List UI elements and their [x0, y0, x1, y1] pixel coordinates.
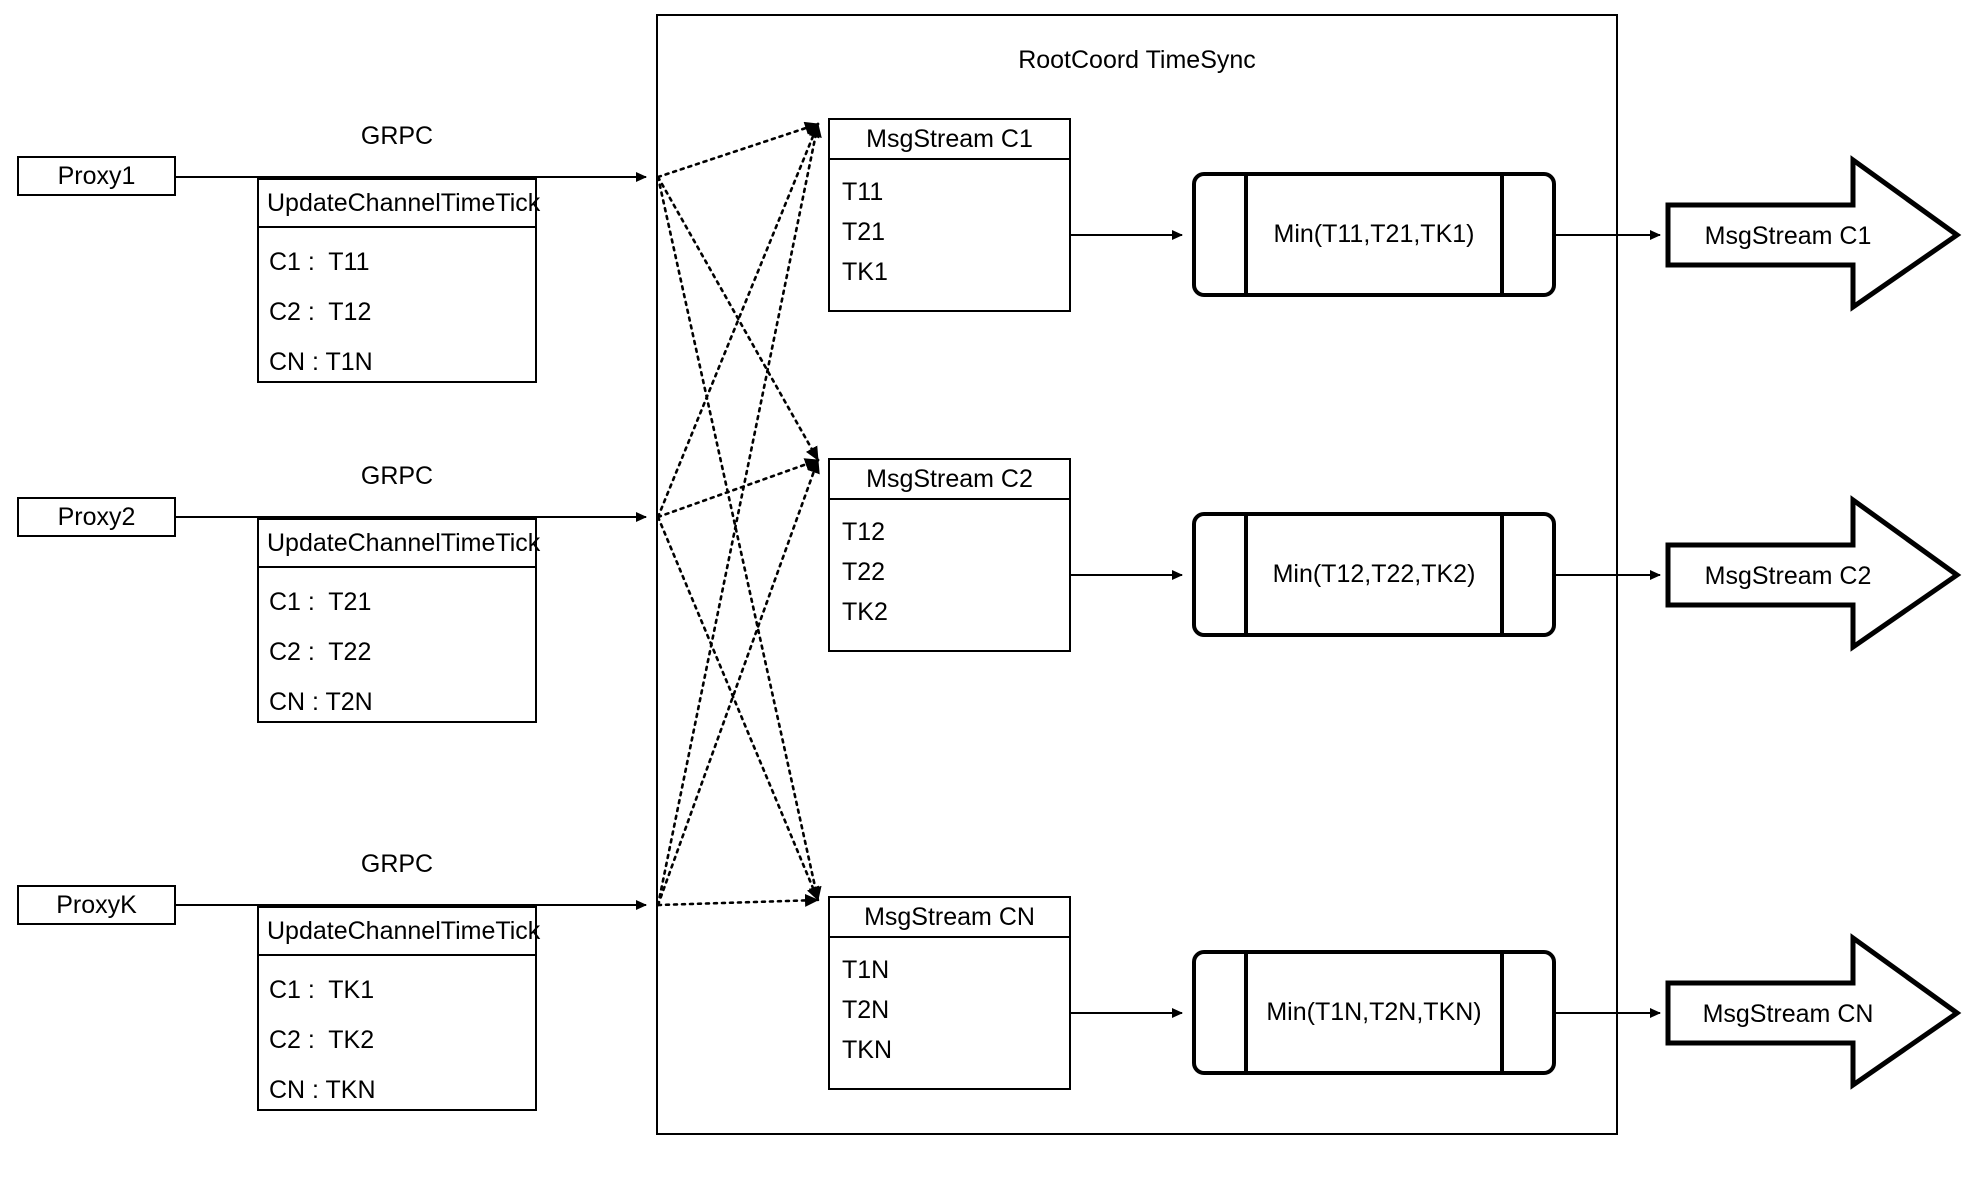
table-header-3: UpdateChannelTimeTick: [259, 908, 540, 956]
output-arrow-label-c1: MsgStream C1: [1704, 222, 1872, 250]
list-item: T12: [842, 517, 886, 546]
proxy-box-2[interactable]: Proxy2: [17, 497, 176, 537]
table-row: CN : T2N: [269, 687, 373, 716]
list-item: T1N: [842, 955, 890, 984]
process-divider-right: [1500, 950, 1504, 1075]
proxy-box-1[interactable]: Proxy1: [17, 156, 176, 196]
table-rows-1: C1 : T11 C2 : T12 CN : T1N: [259, 228, 535, 382]
update-channel-timetick-table-2: UpdateChannelTimeTick C1 : T21 C2 : T22 …: [257, 518, 540, 723]
list-item: TK2: [842, 597, 888, 626]
msgstream-rows-c2: T12 T22 TK2: [830, 500, 1069, 632]
msgstream-table-c1: MsgStream C1 T11 T21 TK1: [828, 118, 1071, 312]
msgstream-rows-cn: T1N T2N TKN: [830, 938, 1069, 1070]
output-arrow-shapes: [1665, 155, 1962, 1090]
msgstream-table-cn: MsgStream CN T1N T2N TKN: [828, 896, 1071, 1090]
min-process-label-c2: Min(T12,T22,TK2): [1272, 560, 1476, 588]
min-process-c2: Min(T12,T22,TK2): [1192, 512, 1556, 637]
list-item: T11: [842, 177, 884, 206]
process-divider-left: [1244, 950, 1248, 1075]
update-channel-timetick-table-1: UpdateChannelTimeTick C1 : T11 C2 : T12 …: [257, 178, 540, 383]
update-channel-timetick-table-3: UpdateChannelTimeTick C1 : TK1 C2 : TK2 …: [257, 906, 540, 1111]
msgstream-table-c2: MsgStream C2 T12 T22 TK2: [828, 458, 1071, 652]
min-process-label-c1: Min(T11,T21,TK1): [1273, 220, 1475, 248]
grpc-label-1: GRPC: [360, 122, 434, 150]
table-row: CN : T1N: [269, 347, 373, 376]
list-item: TK1: [842, 257, 888, 286]
list-item: TKN: [842, 1035, 892, 1064]
output-arrow-label-c2: MsgStream C2: [1704, 562, 1872, 590]
msgstream-header-c2: MsgStream C2: [830, 460, 1069, 500]
table-header-1: UpdateChannelTimeTick: [259, 180, 540, 228]
table-row: C2 : T12: [269, 297, 372, 326]
grpc-label-2: GRPC: [360, 462, 434, 490]
min-process-c1: Min(T11,T21,TK1): [1192, 172, 1556, 297]
list-item: T22: [842, 557, 886, 586]
table-row: C1 : T21: [269, 587, 372, 616]
table-rows-3: C1 : TK1 C2 : TK2 CN : TKN: [259, 956, 535, 1110]
process-divider-right: [1500, 172, 1504, 297]
table-row: C1 : T11: [269, 247, 370, 276]
table-row: C2 : TK2: [269, 1025, 375, 1054]
process-divider-left: [1244, 172, 1248, 297]
min-process-label-cn: Min(T1N,T2N,TKN): [1266, 998, 1482, 1026]
list-item: T21: [842, 217, 886, 246]
min-process-cn: Min(T1N,T2N,TKN): [1192, 950, 1556, 1075]
table-row: C1 : TK1: [269, 975, 375, 1004]
table-row: C2 : T22: [269, 637, 372, 666]
table-row: CN : TKN: [269, 1075, 376, 1104]
rootcoord-timesync-container: [656, 14, 1618, 1135]
msgstream-header-c1: MsgStream C1: [830, 120, 1069, 160]
msgstream-header-cn: MsgStream CN: [830, 898, 1069, 938]
list-item: T2N: [842, 995, 890, 1024]
rootcoord-timesync-title: RootCoord TimeSync: [1018, 46, 1256, 74]
output-arrow-label-cn: MsgStream CN: [1702, 1000, 1874, 1028]
process-divider-right: [1500, 512, 1504, 637]
table-rows-2: C1 : T21 C2 : T22 CN : T2N: [259, 568, 535, 722]
msgstream-rows-c1: T11 T21 TK1: [830, 160, 1069, 292]
grpc-label-3: GRPC: [360, 850, 434, 878]
table-header-2: UpdateChannelTimeTick: [259, 520, 540, 568]
proxy-box-3[interactable]: ProxyK: [17, 885, 176, 925]
process-divider-left: [1244, 512, 1248, 637]
